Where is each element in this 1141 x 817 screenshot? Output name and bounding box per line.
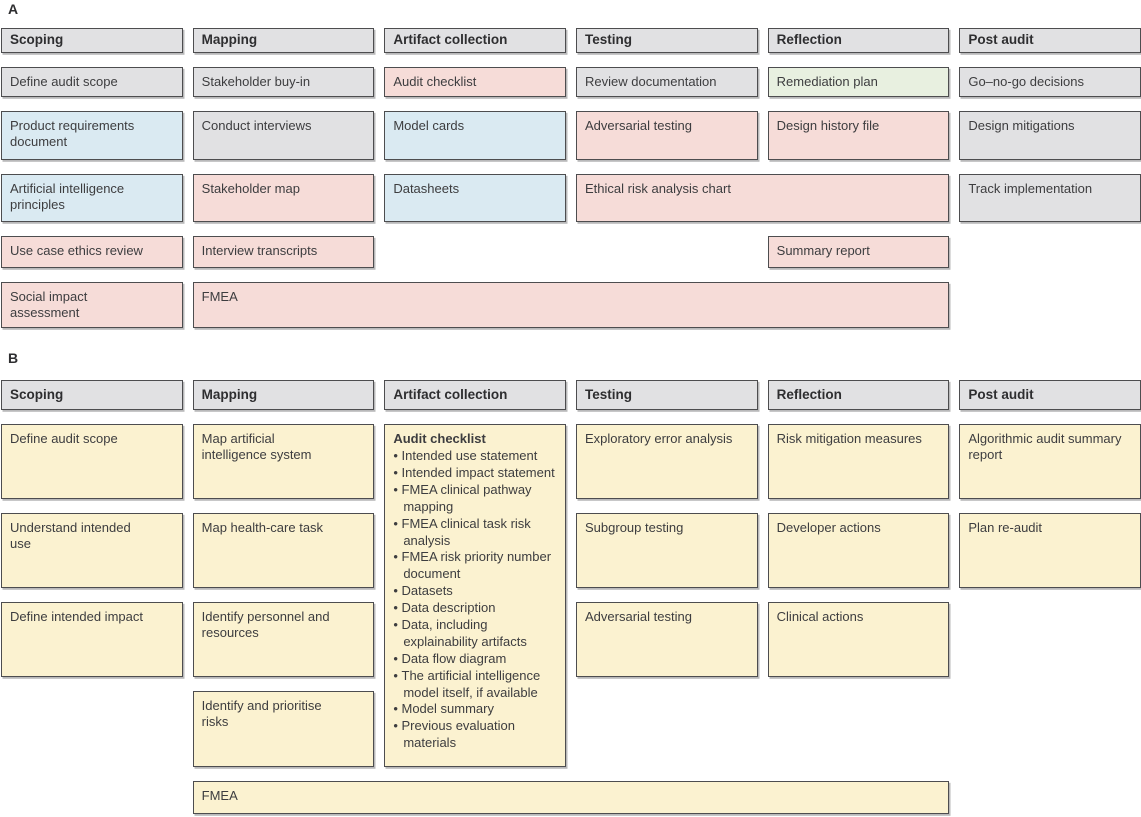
panel-label-b: B <box>8 350 19 366</box>
box-model-cards: Model cards <box>384 111 566 160</box>
checklist-item: FMEA risk priority number document <box>393 549 557 583</box>
box-design-mitigations: Design mitigations <box>959 111 1141 160</box>
box-track-implementation: Track implementation <box>959 174 1141 222</box>
checklist-item: Previous evaluation materials <box>393 718 557 752</box>
checklist-item: Data, including explainability artifacts <box>393 617 557 651</box>
box-exploratory-error-analysis: Exploratory error analysis <box>576 424 758 499</box>
box-stakeholder-map: Stakeholder map <box>192 174 375 222</box>
column-header-artifact-collection: Artifact collection <box>384 28 566 53</box>
column-header-post-audit: Post audit <box>959 380 1141 410</box>
checklist-item: Data description <box>393 600 557 617</box>
box-clinical-actions: Clinical actions <box>767 602 950 677</box>
box-understand-intended-use: Understand intended use <box>1 513 183 588</box>
box-audit-checklist: Audit checklist <box>384 67 566 97</box>
box-conduct-interviews: Conduct interviews <box>192 111 375 160</box>
box-use-case-ethics-review: Use case ethics review <box>1 236 183 268</box>
box-fmea: FMEA <box>192 282 950 328</box>
box-remediation-plan: Remediation plan <box>767 67 950 97</box>
column-header-artifact-collection: Artifact collection <box>384 380 566 410</box>
box-map-health-care-task: Map health-care task <box>192 513 375 588</box>
box-identify-personnel-and-resources: Identify personnel and resources <box>192 602 375 677</box>
panel-a-grid: Scoping Mapping Artifact collection Testing… <box>1 28 1141 328</box>
panel-label-a: A <box>8 1 19 17</box>
box-stakeholder-buy-in: Stakeholder buy-in <box>192 67 375 97</box>
box-design-history-file: Design history file <box>767 111 950 160</box>
checklist-item: Data flow diagram <box>393 651 557 668</box>
checklist-item: The artificial intelligence model itself… <box>393 668 557 702</box>
column-header-scoping: Scoping <box>1 380 183 410</box>
checklist-item: Model summary <box>393 701 557 718</box>
checklist-item: Datasets <box>393 583 557 600</box>
checklist-item: FMEA clinical pathway mapping <box>393 482 557 516</box>
checklist-item: Intended use statement <box>393 448 557 465</box>
box-algorithmic-audit-summary-report: Algorithmic audit summary report <box>959 424 1141 499</box>
box-adversarial-testing: Adversarial testing <box>576 602 758 677</box>
checklist-title: Audit checklist <box>393 431 486 446</box>
column-header-post-audit: Post audit <box>959 28 1141 53</box>
box-map-artificial-intelligence-system: Map artificial intelligence system <box>192 424 375 499</box>
box-audit-checklist: Audit checklistIntended use statementInt… <box>384 424 566 767</box>
box-review-documentation: Review documentation <box>576 67 758 97</box>
column-header-reflection: Reflection <box>767 28 950 53</box>
box-adversarial-testing: Adversarial testing <box>576 111 758 160</box>
box-artificial-intelligence-principles: Artificial intelligence principles <box>1 174 183 222</box>
box-go-no-go-decisions: Go–no-go decisions <box>959 67 1141 97</box>
box-ethical-risk-analysis-chart: Ethical risk analysis chart <box>576 174 950 222</box>
box-define-intended-impact: Define intended impact <box>1 602 183 677</box>
box-developer-actions: Developer actions <box>767 513 950 588</box>
box-social-impact-assessment: Social impact assessment <box>1 282 183 328</box>
column-header-testing: Testing <box>576 380 758 410</box>
box-identify-and-prioritise-risks: Identify and prioritise risks <box>192 691 375 767</box>
box-datasheets: Datasheets <box>384 174 566 222</box>
column-header-mapping: Mapping <box>192 380 375 410</box>
box-plan-re-audit: Plan re-audit <box>959 513 1141 588</box>
column-header-testing: Testing <box>576 28 758 53</box>
box-interview-transcripts: Interview transcripts <box>192 236 375 268</box>
box-fmea: FMEA <box>192 781 950 814</box>
column-header-reflection: Reflection <box>767 380 950 410</box>
box-product-requirements-document: Product requirements document <box>1 111 183 160</box>
box-risk-mitigation-measures: Risk mitigation measures <box>767 424 950 499</box>
checklist-item: FMEA clinical task risk analysis <box>393 516 557 550</box>
column-header-mapping: Mapping <box>192 28 375 53</box>
box-define-audit-scope: Define audit scope <box>1 424 183 499</box>
panel-b-grid: Scoping Mapping Artifact collection Testing… <box>1 380 1141 814</box>
box-subgroup-testing: Subgroup testing <box>576 513 758 588</box>
column-header-scoping: Scoping <box>1 28 183 53</box>
box-summary-report: Summary report <box>767 236 950 268</box>
checklist-item: Intended impact statement <box>393 465 557 482</box>
box-define-audit-scope: Define audit scope <box>1 67 183 97</box>
